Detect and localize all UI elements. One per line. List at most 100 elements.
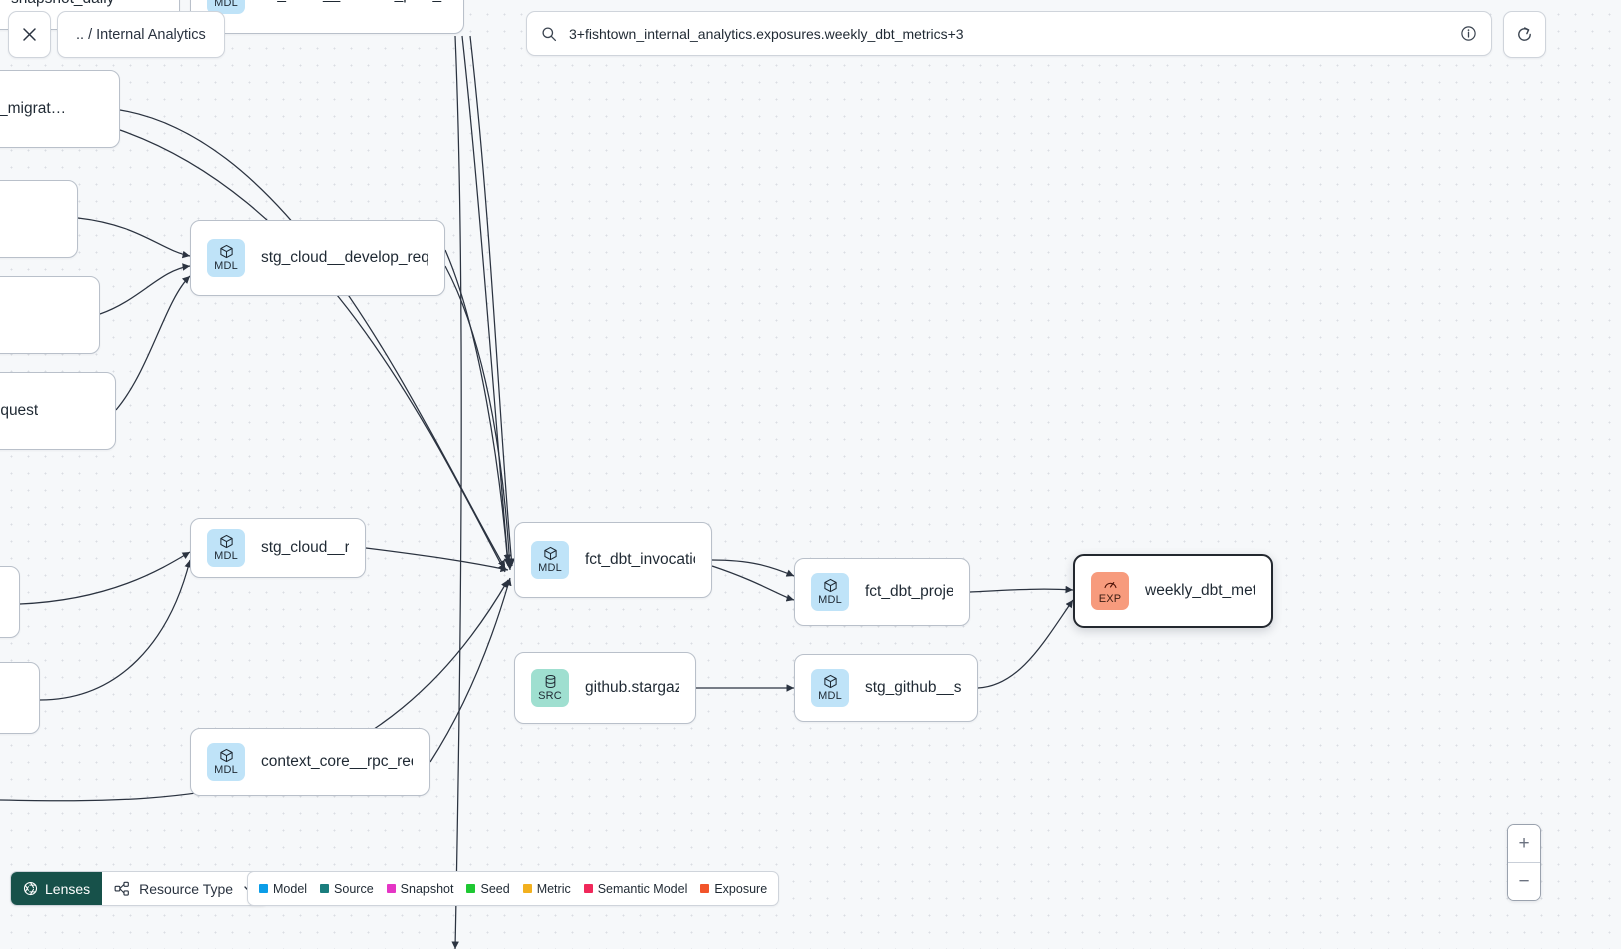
legend-item[interactable]: Exposure <box>700 882 767 896</box>
info-icon[interactable] <box>1460 25 1477 42</box>
lineage-edge <box>119 129 506 573</box>
lineage-node[interactable]: MDLmulticell_migrat… <box>0 70 120 148</box>
lineage-node[interactable]: MDLop_request <box>0 180 78 258</box>
legend-label: Exposure <box>714 881 768 896</box>
legend-item[interactable]: Semantic Model <box>583 881 688 896</box>
node-type-label: MDL <box>538 562 562 574</box>
legend-label: Model <box>273 881 308 896</box>
node-label: int_cloud__account_plan_history <box>261 0 447 4</box>
lineage-node[interactable]: MDL_develop_request <box>0 372 116 450</box>
zoom-divider <box>1508 862 1540 863</box>
lineage-search-bar[interactable] <box>526 11 1492 56</box>
lineage-edge <box>444 265 514 571</box>
resource-type-legend: Model Source Snapshot Seed Metric Semantic Mo… <box>247 871 780 906</box>
node-type-label: MDL <box>818 690 842 702</box>
nodes-icon <box>114 881 130 896</box>
legend-item[interactable]: Snapshot <box>386 881 454 896</box>
zoom-controls: + − <box>1507 824 1541 901</box>
lineage-edge <box>969 585 1074 594</box>
lineage-node[interactable]: MDL stg_cloud__runs <box>190 518 366 578</box>
cube-icon <box>219 748 233 763</box>
lineage-node[interactable]: MDL fct_dbt_projects <box>794 558 970 626</box>
breadcrumb[interactable]: .. / Internal Analytics <box>57 11 225 58</box>
node-type-label: MDL <box>214 550 238 562</box>
legend-label: Source <box>334 881 374 896</box>
lenses-toolbar: Lenses Resource Type <box>10 871 269 906</box>
lineage-edge <box>115 275 191 411</box>
lineage-node[interactable]: MDLvelop_request <box>0 276 100 354</box>
node-type-badge: MDL <box>207 239 245 277</box>
node-label: multicell_migrat… <box>0 100 67 117</box>
search-icon <box>542 26 557 41</box>
node-label: _develop_request <box>0 402 39 419</box>
aperture-icon <box>23 881 38 896</box>
legend-label: Semantic Model <box>597 881 688 896</box>
legend-swatch <box>386 884 396 893</box>
cube-icon <box>219 244 233 259</box>
lenses-button[interactable]: Lenses <box>11 872 103 905</box>
resource-type-label: Resource Type <box>139 880 234 897</box>
refresh-button[interactable] <box>1503 11 1546 58</box>
node-type-badge: MDL <box>207 743 245 781</box>
node-label: weekly_dbt_metrics <box>1145 582 1255 599</box>
node-type-badge: EXP <box>1091 572 1129 610</box>
lineage-node[interactable]: EXP weekly_dbt_metrics <box>1073 554 1273 628</box>
breadcrumb-label: .. / Internal Analytics <box>76 26 206 43</box>
node-label: fct_dbt_projects <box>865 583 953 600</box>
close-icon <box>23 28 36 41</box>
lineage-node[interactable]: MDL stg_cloud__develop_requests <box>190 220 445 296</box>
zoom-in-button[interactable]: + <box>1508 825 1540 862</box>
node-type-badge: MDL <box>207 0 245 14</box>
legend-label: Seed <box>480 881 510 896</box>
node-type-label: MDL <box>214 764 238 776</box>
node-type-label: EXP <box>1098 593 1122 605</box>
cube-icon <box>219 534 233 549</box>
node-type-label: MDL <box>214 260 238 272</box>
lineage-edge <box>444 249 512 567</box>
legend-item[interactable]: Model <box>259 882 307 896</box>
legend-swatch <box>320 884 330 893</box>
lineage-edge <box>469 35 516 567</box>
node-type-label: MDL <box>214 0 238 9</box>
node-type-badge: MDL <box>207 529 245 567</box>
lineage-edge <box>365 547 509 573</box>
lineage-edge <box>39 559 192 701</box>
legend-label: Snapshot <box>400 881 454 896</box>
refresh-icon <box>1518 27 1531 41</box>
lineage-node[interactable]: MDL int_cloud__account_plan_history <box>190 0 464 34</box>
gauge-icon <box>1104 582 1116 589</box>
legend-swatch <box>700 884 710 893</box>
node-label: stg_cloud__develop_requests <box>261 249 428 266</box>
node-type-badge: MDL <box>531 541 569 579</box>
lenses-label: Lenses <box>45 880 91 897</box>
lineage-edge <box>99 263 191 315</box>
lineage-edge <box>77 217 191 259</box>
legend-label: Metric <box>536 881 571 896</box>
node-label: snapshot_daily <box>11 0 114 8</box>
lineage-edge <box>461 35 512 563</box>
lineage-node[interactable]: MDL_run <box>0 662 40 734</box>
node-type-badge: MDL <box>811 573 849 611</box>
lineage-edge <box>451 35 462 949</box>
lineage-edge <box>119 109 506 569</box>
zoom-out-button[interactable]: − <box>1508 863 1540 900</box>
lineage-node[interactable]: MDLn <box>0 566 20 638</box>
resource-type-dropdown[interactable]: Resource Type <box>102 872 268 905</box>
node-label: stg_cloud__runs <box>261 539 349 556</box>
legend-item[interactable]: Seed <box>466 881 510 896</box>
close-button[interactable] <box>8 11 51 58</box>
legend-item[interactable]: Source <box>320 882 374 896</box>
legend-swatch <box>522 884 532 893</box>
legend-swatch <box>259 884 268 893</box>
legend-item[interactable]: Metric <box>522 881 571 896</box>
lineage-edge <box>19 551 191 605</box>
legend-swatch <box>583 884 593 893</box>
cube-icon <box>823 578 837 593</box>
search-input[interactable] <box>567 24 1460 43</box>
